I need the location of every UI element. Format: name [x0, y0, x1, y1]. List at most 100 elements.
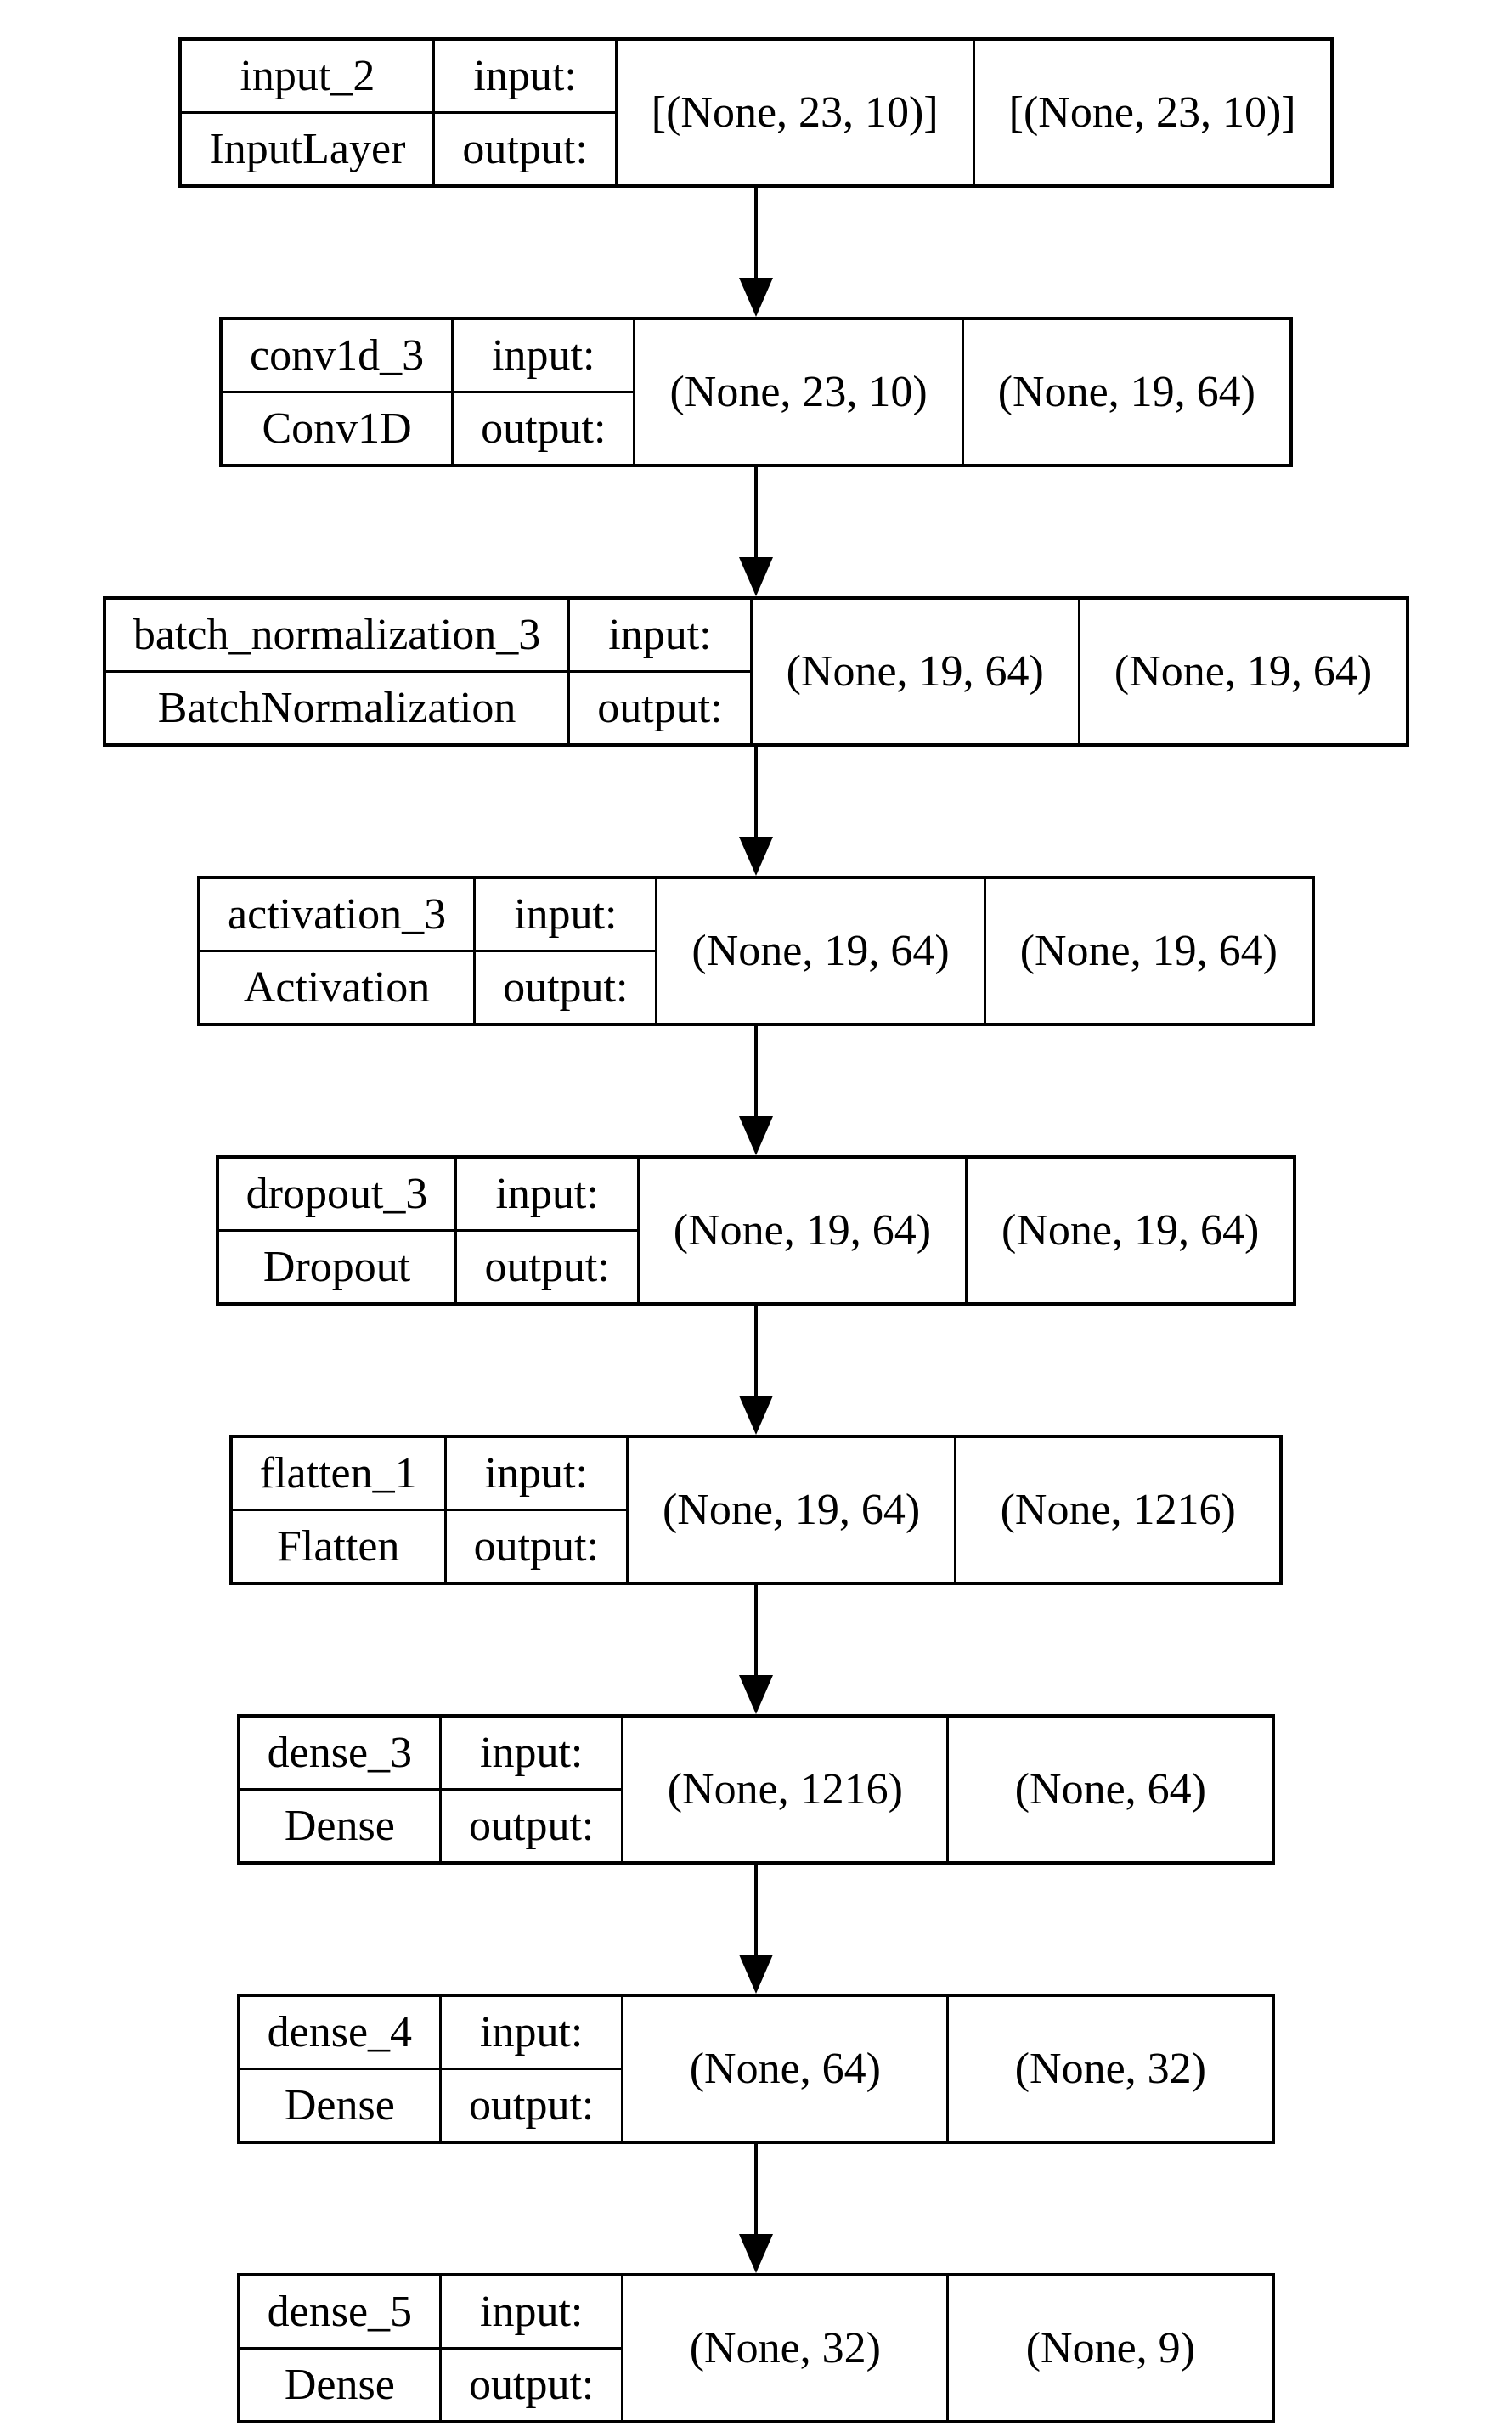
input-label: input: [476, 879, 656, 952]
io-label-column: input: output: [454, 320, 636, 464]
layer-id-column: dense_5 Dense [240, 2276, 443, 2420]
io-label-column: input: output: [442, 1997, 624, 2141]
layer-node-input_2: input_2 InputLayer input: output: [(None… [178, 37, 1334, 188]
arrow-down [739, 467, 773, 596]
input-shape: (None, 32) [623, 2276, 950, 2420]
arrow-head-icon [739, 837, 773, 876]
layer-type: BatchNormalization [157, 684, 516, 732]
output-label: output: [462, 125, 588, 173]
arrow-shaft [754, 467, 758, 557]
arrow-shaft [754, 747, 758, 837]
output-label: output: [597, 684, 723, 732]
layer-type: Conv1D [262, 404, 412, 453]
input-label: input: [435, 41, 615, 114]
io-label-column: input: output: [442, 2276, 624, 2420]
input-label: input: [442, 2276, 622, 2350]
layer-id-column: dense_3 Dense [240, 1718, 443, 1861]
input-label: input: [442, 1718, 622, 1791]
input-label: input: [457, 1159, 637, 1232]
arrow-shaft [754, 1306, 758, 1396]
output-shape: (None, 1216) [1000, 1486, 1236, 1534]
io-label-column: input: output: [435, 41, 618, 184]
arrow-down [739, 188, 773, 317]
output-shape: (None, 19, 64) [997, 368, 1255, 416]
layer-id-column: flatten_1 Flatten [232, 1438, 447, 1582]
arrow-shaft [754, 1865, 758, 1955]
output-label: output: [469, 2361, 595, 2409]
output-shape: (None, 32) [1014, 2045, 1206, 2093]
output-label: output: [481, 404, 606, 453]
io-label-column: input: output: [457, 1159, 640, 1302]
output-shape: (None, 9) [1025, 2324, 1195, 2372]
input-label: input: [570, 600, 750, 673]
output-label: output: [503, 963, 629, 1012]
layer-id-column: conv1d_3 Conv1D [223, 320, 454, 464]
arrow-down [739, 747, 773, 876]
input-shape: (None, 1216) [623, 1718, 950, 1861]
layer-name: activation_3 [200, 879, 474, 952]
io-label-column: input: output: [446, 1438, 629, 1582]
layer-name: conv1d_3 [223, 320, 452, 393]
arrow-head-icon [739, 1116, 773, 1155]
output-label: output: [469, 1802, 595, 1850]
output-label: output: [473, 1522, 599, 1571]
io-label-column: input: output: [476, 879, 658, 1023]
arrow-head-icon [739, 1675, 773, 1714]
layer-id-column: dense_4 Dense [240, 1997, 443, 2141]
arrow-head-icon [739, 1396, 773, 1435]
arrow-down [739, 1585, 773, 1714]
layer-name: input_2 [182, 41, 433, 114]
layer-type: Dense [284, 1802, 395, 1850]
layer-name: dropout_3 [218, 1159, 455, 1232]
arrow-down [739, 1306, 773, 1435]
arrow-down [739, 2144, 773, 2273]
input-shape: (None, 19, 64) [640, 1159, 968, 1302]
io-label-column: input: output: [442, 1718, 624, 1861]
layer-type: Activation [243, 963, 431, 1012]
input-label: input: [454, 320, 634, 393]
layer-name: dense_4 [240, 1997, 440, 2070]
output-shape: (None, 64) [1014, 1765, 1206, 1814]
arrow-down [739, 1026, 773, 1155]
input-shape: (None, 23, 10) [635, 320, 964, 464]
layer-id-column: input_2 InputLayer [182, 41, 436, 184]
layer-node-dense_4: dense_4 Dense input: output: (None, 64) … [236, 1994, 1276, 2144]
input-shape: (None, 19, 64) [629, 1438, 957, 1582]
arrow-head-icon [739, 278, 773, 317]
layer-type: Flatten [276, 1522, 400, 1571]
output-shape: (None, 19, 64) [1001, 1206, 1260, 1255]
input-shape: [(None, 23, 10)] [618, 41, 975, 184]
layer-id-column: activation_3 Activation [200, 879, 477, 1023]
layer-type: Dropout [262, 1243, 411, 1291]
io-label-column: input: output: [570, 600, 753, 743]
arrow-down [739, 1865, 773, 1994]
layer-id-column: dropout_3 Dropout [218, 1159, 458, 1302]
input-label: input: [442, 1997, 622, 2070]
layer-name: dense_3 [240, 1718, 440, 1791]
layer-id-column: batch_normalization_3 BatchNormalization [105, 600, 571, 743]
arrow-shaft [754, 188, 758, 278]
layer-name: dense_5 [240, 2276, 440, 2350]
layer-name: flatten_1 [232, 1438, 444, 1511]
arrow-head-icon [739, 1955, 773, 1994]
output-shape: [(None, 23, 10)] [1008, 88, 1296, 137]
input-shape: (None, 64) [623, 1997, 950, 2141]
layer-node-batch_normalization_3: batch_normalization_3 BatchNormalization… [102, 596, 1410, 747]
layer-node-flatten_1: flatten_1 Flatten input: output: (None, … [228, 1435, 1284, 1585]
layer-node-dense_3: dense_3 Dense input: output: (None, 1216… [236, 1714, 1276, 1865]
arrow-shaft [754, 1026, 758, 1116]
arrow-shaft [754, 1585, 758, 1675]
layer-type: Dense [284, 2081, 395, 2130]
layer-type: Dense [284, 2361, 395, 2409]
layer-node-dense_5: dense_5 Dense input: output: (None, 32) … [236, 2273, 1276, 2423]
layer-type: InputLayer [209, 125, 406, 173]
output-label: output: [484, 1243, 610, 1291]
output-shape: (None, 19, 64) [1019, 927, 1278, 975]
input-shape: (None, 19, 64) [753, 600, 1080, 743]
input-shape: (None, 19, 64) [657, 879, 986, 1023]
layer-node-activation_3: activation_3 Activation input: output: (… [197, 876, 1315, 1026]
layer-node-conv1d_3: conv1d_3 Conv1D input: output: (None, 23… [219, 317, 1293, 467]
arrow-head-icon [739, 557, 773, 596]
layer-name: batch_normalization_3 [105, 600, 568, 673]
